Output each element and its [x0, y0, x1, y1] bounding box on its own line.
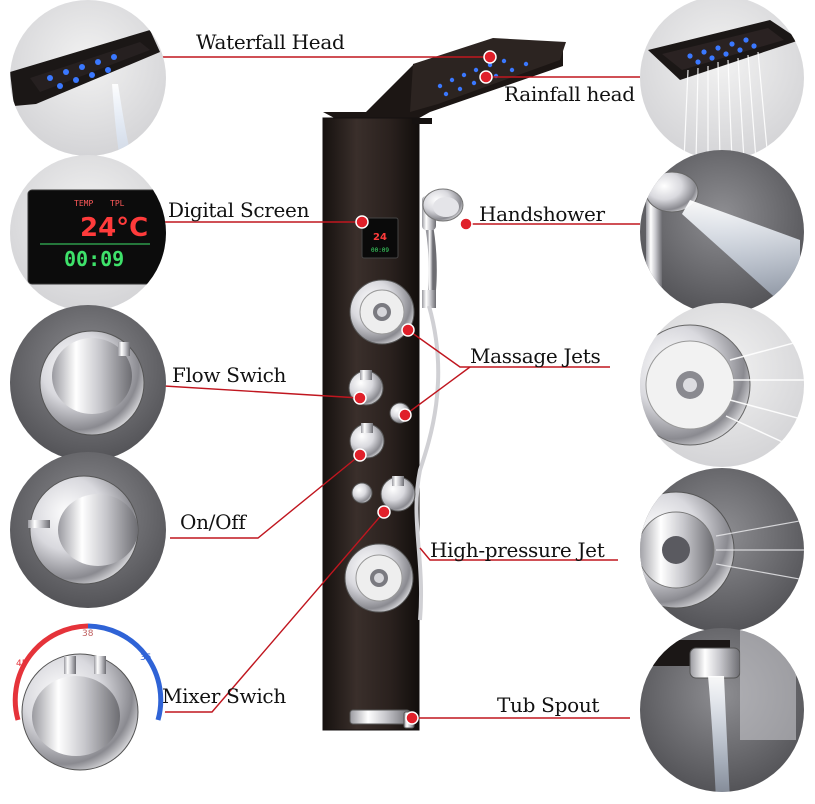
label-tub-spout: Tub Spout [497, 693, 600, 717]
svg-text:24: 24 [373, 232, 387, 243]
marker-on-off [353, 448, 367, 462]
dial-mark-38: 38 [82, 629, 94, 639]
detail-digital-screen: TEMP TPL 24°C 00:09 [10, 155, 166, 311]
label-rainfall-head: Rainfall head [504, 82, 635, 106]
detail-handshower [640, 150, 804, 314]
head-led-array [437, 58, 529, 97]
mixer-knob [380, 476, 416, 512]
detail-high-pressure-jet [640, 468, 804, 632]
marker-flow-switch [353, 391, 367, 405]
marker-mixer [377, 505, 391, 519]
detail-massage-jet [640, 303, 804, 467]
label-massage-jets: Massage Jets [470, 344, 601, 368]
marker-rainfall [479, 70, 493, 84]
small-jet-2 [351, 482, 373, 504]
screen-temperature: 24°C [80, 213, 148, 243]
screen-label-tpl: TPL [110, 199, 125, 208]
marker-tub-spout [405, 711, 419, 725]
marker-small-jet [398, 408, 412, 422]
marker-handshower [459, 217, 473, 231]
dial-mark-35: 35 [140, 653, 151, 663]
shower-panel: 24 00:09 [322, 38, 566, 731]
handshower [422, 188, 464, 230]
detail-flow-switch [10, 305, 166, 461]
marker-waterfall [483, 50, 497, 64]
massage-jet-upper [349, 279, 415, 345]
label-handshower: Handshower [479, 202, 605, 226]
massage-jet-lower [344, 543, 414, 613]
label-on-off: On/Off [180, 510, 246, 534]
screen-time: 00:09 [64, 247, 124, 271]
label-flow-switch: Flow Swich [172, 363, 287, 387]
svg-text:00:09: 00:09 [371, 247, 389, 254]
label-waterfall-head: Waterfall Head [196, 30, 345, 54]
handshower-holder [422, 290, 436, 308]
marker-screen [355, 215, 369, 229]
detail-rainfall-head [640, 0, 804, 160]
leader-lines [147, 56, 640, 719]
marker-massage-upper [401, 323, 415, 337]
detail-tub-spout [640, 628, 804, 792]
detail-waterfall-head [10, 0, 166, 156]
panel-digital-display [361, 217, 399, 259]
screen-label-temp: TEMP [74, 199, 93, 208]
red-markers [353, 50, 497, 725]
label-digital-screen: Digital Screen [168, 198, 310, 222]
handshower-hose [414, 305, 441, 621]
dial-mark-45: 45 [16, 659, 27, 669]
label-mixer-switch: Mixer Swich [162, 684, 286, 708]
detail-on-off [10, 452, 166, 608]
detail-mixer: 45 38 35 [10, 622, 166, 778]
label-high-pressure-jet: High-pressure Jet [430, 538, 605, 562]
